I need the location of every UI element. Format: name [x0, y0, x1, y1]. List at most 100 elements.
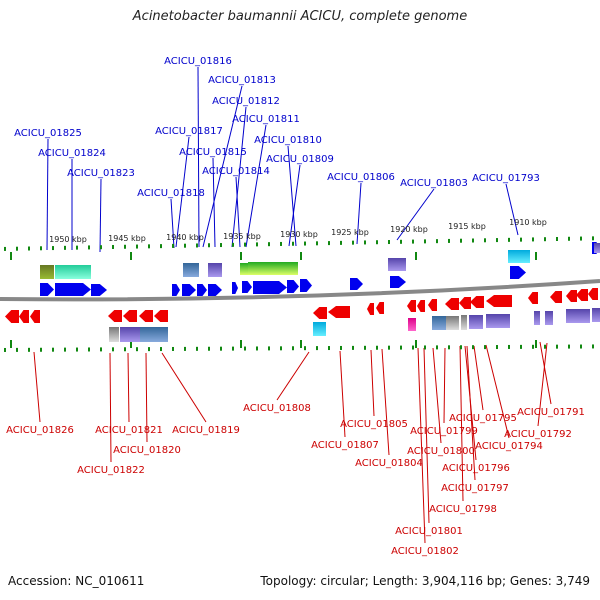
tick-mark [556, 236, 558, 241]
scale-label: 1930 kbp [280, 230, 318, 239]
feature-block [120, 327, 140, 342]
major-tick [130, 340, 132, 348]
tick-mark [220, 243, 222, 248]
leader-line [231, 106, 247, 248]
tick-mark [544, 344, 546, 349]
tick-mark [412, 345, 414, 350]
feature-block [469, 315, 483, 329]
forward-gene-arrow [91, 284, 107, 296]
tick-mark [292, 346, 294, 351]
tick-mark [496, 345, 498, 350]
tick-mark [232, 242, 234, 247]
tick-mark [520, 344, 522, 349]
tick-mark [196, 346, 198, 351]
feature-block [446, 316, 459, 330]
forward-gene-arrow [287, 280, 299, 293]
tick-mark [160, 244, 162, 249]
tick-mark [328, 346, 330, 351]
forward-gene-arrow [197, 284, 207, 296]
tick-mark [184, 243, 186, 248]
tick-mark [472, 238, 474, 243]
tick-mark [544, 237, 546, 242]
leader-line [466, 345, 476, 481]
tick-mark [148, 347, 150, 352]
leader-line [288, 164, 301, 247]
feature-block [486, 314, 510, 328]
forward-gene-arrow [172, 284, 180, 296]
gene-label-forward: ACICU_01806 [327, 172, 395, 183]
forward-gene-arrow [40, 283, 54, 296]
tick-mark [184, 346, 186, 351]
tick-mark [268, 242, 270, 247]
gene-label-forward: ACICU_01818 [137, 188, 205, 199]
reverse-gene-arrow [139, 310, 153, 322]
gene-label-forward: ACICU_01815 [179, 147, 247, 158]
tick-mark [448, 345, 450, 350]
feature-block [534, 311, 540, 325]
tick-mark [520, 237, 522, 242]
tick-mark [436, 345, 438, 350]
scale-label: 1945 kbp [108, 234, 146, 243]
major-tick [300, 340, 302, 348]
tick-mark [436, 239, 438, 244]
major-tick [10, 252, 12, 260]
scale-label: 1940 kbp [166, 233, 204, 242]
scale-label: 1950 kbp [49, 235, 87, 244]
leader-line [161, 352, 207, 423]
tick-mark [460, 238, 462, 243]
reverse-gene-arrow [376, 302, 384, 314]
gene-label-forward: ACICU_01812 [212, 96, 280, 107]
gene-label-forward: ACICU_01816 [164, 56, 232, 67]
gene-label-reverse: ACICU_01808 [243, 403, 311, 414]
feature-block [183, 263, 199, 277]
reverse-gene-arrow [445, 298, 459, 310]
tick-mark [28, 246, 30, 251]
leader-line [443, 347, 446, 424]
gene-label-forward: ACICU_01811 [232, 114, 300, 125]
feature-block [240, 263, 248, 275]
leader-line [459, 345, 464, 502]
leader-line [473, 345, 484, 411]
leader-line [109, 352, 112, 463]
leader-line [381, 348, 390, 456]
tick-mark [316, 241, 318, 246]
tick-mark [364, 345, 366, 350]
reverse-gene-arrow [5, 310, 19, 323]
gene-label-reverse: ACICU_01800 [407, 446, 475, 457]
reverse-gene-arrow [108, 310, 122, 322]
tick-mark [328, 241, 330, 246]
feature-block [55, 265, 91, 279]
gene-label-reverse: ACICU_01821 [95, 425, 163, 436]
tick-mark [112, 244, 114, 249]
feature-block [258, 262, 298, 275]
tick-mark [4, 246, 6, 251]
reverse-gene-arrow [588, 288, 598, 300]
tick-mark [268, 346, 270, 351]
tick-mark [244, 346, 246, 351]
gene-label-reverse: ACICU_01804 [355, 458, 423, 469]
feature-block [408, 318, 416, 331]
leader-line [356, 182, 362, 245]
reverse-gene-arrow [470, 296, 484, 308]
tick-mark [160, 347, 162, 352]
gene-label-forward: ACICU_01809 [266, 154, 334, 165]
gene-label-reverse: ACICU_01819 [172, 425, 240, 436]
tick-mark [256, 242, 258, 247]
reverse-gene-arrow [566, 290, 577, 302]
forward-gene-arrow [390, 276, 406, 288]
reverse-gene-arrow [428, 299, 437, 311]
leader-line [245, 124, 267, 248]
tick-mark [136, 244, 138, 249]
leader-line [46, 138, 49, 251]
major-tick [300, 252, 302, 260]
tick-mark [340, 345, 342, 350]
tick-mark [568, 236, 570, 241]
major-tick [535, 252, 537, 260]
forward-gene-arrow [510, 266, 526, 279]
tick-mark [580, 236, 582, 241]
forward-gene-arrow [350, 278, 363, 290]
tick-mark [496, 238, 498, 243]
tick-mark [208, 346, 210, 351]
tick-mark [88, 347, 90, 352]
tick-mark [124, 244, 126, 249]
